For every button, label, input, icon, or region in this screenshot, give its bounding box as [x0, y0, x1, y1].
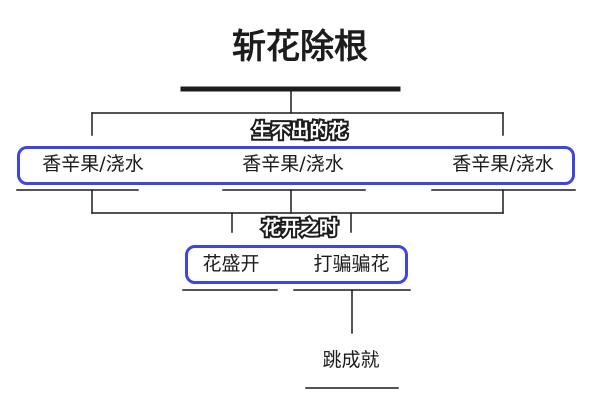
stage-1-tag: 生不出的花	[250, 118, 349, 144]
stage-2-step-bloom: 花盛开	[202, 253, 260, 275]
stage-2-frame	[185, 245, 408, 284]
stage-2-step-trick: 打骗骗花	[313, 253, 390, 275]
diagram-title: 斩花除根	[232, 27, 368, 67]
stage-1-step-2: 香辛果/浇水	[242, 153, 344, 175]
stage-2-tag: 花开之时	[260, 215, 340, 241]
stage-1-step-3: 香辛果/浇水	[452, 153, 554, 175]
stage-1-frame	[17, 146, 575, 185]
result-label: 跳成就	[322, 349, 380, 371]
stage-1-step-1: 香辛果/浇水	[42, 153, 144, 175]
